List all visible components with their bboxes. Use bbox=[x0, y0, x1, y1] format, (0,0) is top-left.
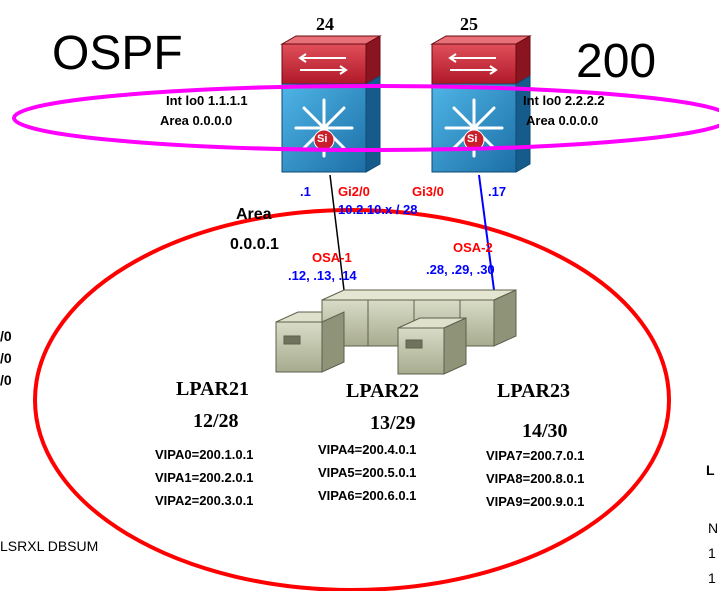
subnet-label: 10.2.10.x / 28 bbox=[338, 202, 418, 217]
lpar22-id: 13/29 bbox=[370, 412, 416, 434]
router-25-si-badge: Si bbox=[467, 133, 478, 145]
lpar23-vipa7: VIPA7=200.7.0.1 bbox=[486, 448, 585, 463]
right-fragment-1: L bbox=[706, 462, 715, 478]
osa1-label: OSA-1 bbox=[312, 250, 352, 265]
right-fragment-3: 1 bbox=[708, 545, 716, 561]
link-osa2 bbox=[478, 174, 495, 291]
router-25-area: Area 0.0.0.0 bbox=[526, 113, 599, 128]
lpar22-vipa5: VIPA5=200.5.0.1 bbox=[318, 465, 417, 480]
mainframe bbox=[275, 289, 517, 375]
lpar23-name: LPAR23 bbox=[497, 380, 570, 402]
bottom-left-note: LSRXL DBSUM bbox=[0, 538, 99, 554]
osa2-addresses: .28, .29, .30 bbox=[426, 262, 495, 277]
area1-label-line2: 0.0.0.1 bbox=[230, 236, 279, 253]
backbone-ellipse bbox=[12, 84, 719, 152]
osa2-label: OSA-2 bbox=[453, 240, 493, 255]
left-fragment-3: /0 bbox=[0, 372, 12, 388]
router-25-port: Gi3/0 bbox=[412, 184, 444, 199]
router-24-si-badge: Si bbox=[317, 133, 328, 145]
lpar21-id: 12/28 bbox=[193, 410, 239, 432]
router-24-loopback: Int lo0 1.1.1.1 bbox=[166, 93, 248, 108]
router-25-number: 25 bbox=[460, 14, 478, 34]
router-25-loopback: Int lo0 2.2.2.2 bbox=[523, 93, 605, 108]
left-fragment-1: /0 bbox=[0, 328, 12, 344]
router-24-port: Gi2/0 bbox=[338, 184, 370, 199]
lpar22-name: LPAR22 bbox=[346, 380, 419, 402]
lpar23-vipa8: VIPA8=200.8.0.1 bbox=[486, 471, 585, 486]
router-25-ip-suffix: .17 bbox=[488, 184, 507, 199]
right-fragment-2: N bbox=[708, 520, 719, 536]
left-fragment-2: /0 bbox=[0, 350, 12, 366]
osa1-addresses: .12, .13, .14 bbox=[288, 268, 357, 283]
router-25 bbox=[430, 35, 532, 173]
lpar21-vipa0: VIPA0=200.1.0.1 bbox=[155, 447, 254, 462]
lpar22-vipa4: VIPA4=200.4.0.1 bbox=[318, 442, 417, 457]
router-24-area: Area 0.0.0.0 bbox=[160, 113, 233, 128]
title-as-number: 200 bbox=[576, 35, 657, 88]
lpar21-name: LPAR21 bbox=[176, 378, 249, 400]
area1-label-line1: Area bbox=[236, 206, 272, 223]
router-24-ip-suffix: .1 bbox=[300, 184, 311, 199]
router-24-number: 24 bbox=[316, 14, 334, 34]
link-osa1 bbox=[329, 174, 345, 291]
right-fragment-4: 1 bbox=[708, 570, 716, 586]
lpar23-id: 14/30 bbox=[522, 420, 568, 442]
lpar23-vipa9: VIPA9=200.9.0.1 bbox=[486, 494, 585, 509]
lpar21-vipa1: VIPA1=200.2.0.1 bbox=[155, 470, 254, 485]
router-24 bbox=[280, 35, 382, 173]
area1-ellipse bbox=[33, 208, 671, 591]
title-ospf: OSPF bbox=[52, 27, 183, 80]
lpar21-vipa2: VIPA2=200.3.0.1 bbox=[155, 493, 254, 508]
lpar22-vipa6: VIPA6=200.6.0.1 bbox=[318, 488, 417, 503]
